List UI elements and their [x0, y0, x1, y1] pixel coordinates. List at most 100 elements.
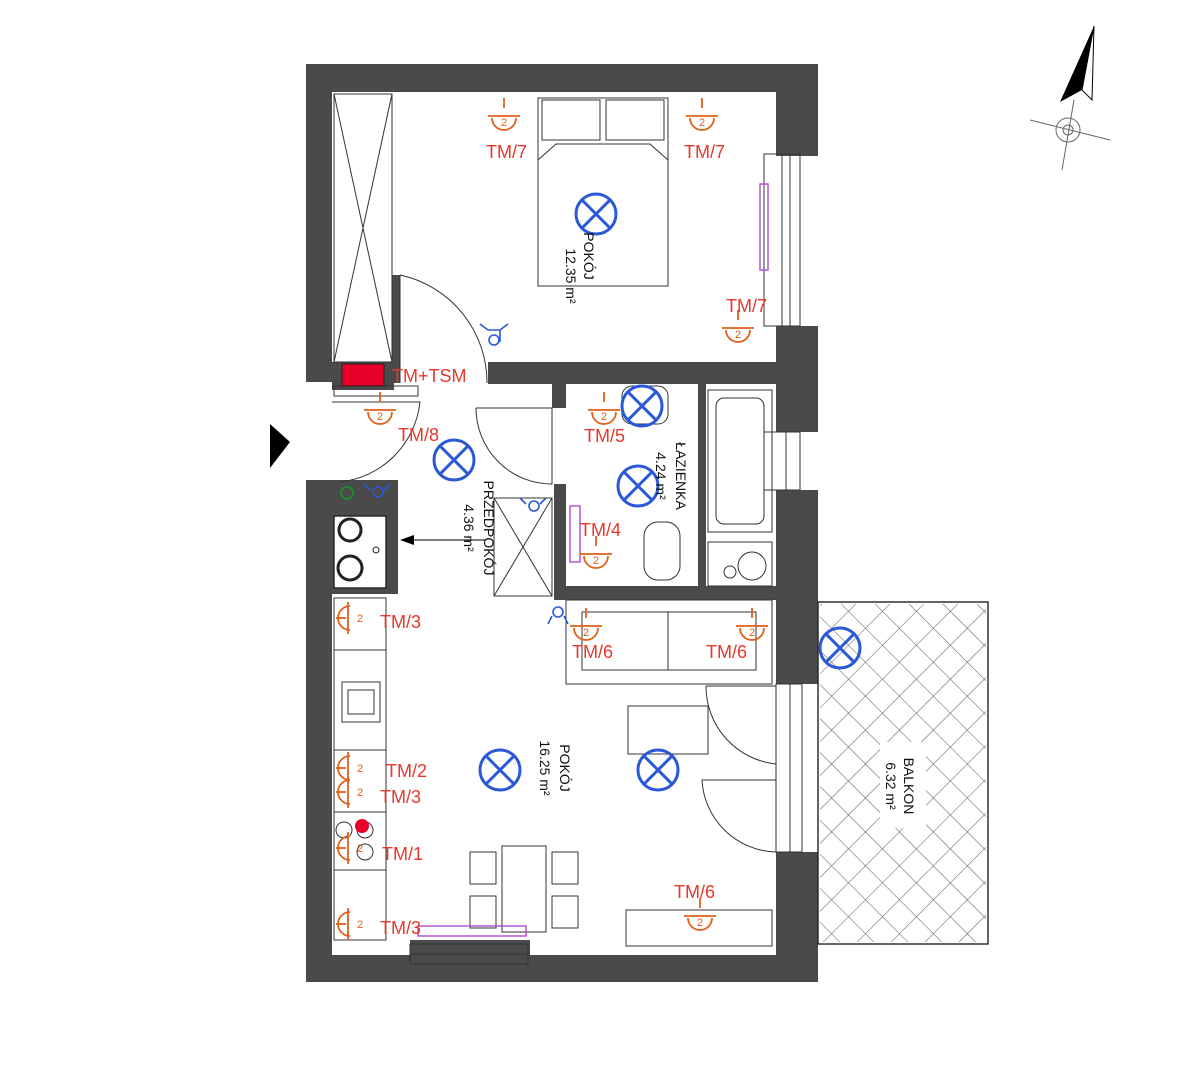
hall-name: PRZEDPOKÓJ [481, 481, 497, 576]
bed [537, 97, 669, 287]
wall-bath-stub [552, 384, 566, 408]
socket-icon: 2 [722, 310, 754, 343]
window-living [775, 683, 803, 853]
washing-machine [707, 541, 773, 587]
label-tm6: TM/6 [572, 642, 613, 662]
label-tm6: TM/6 [674, 882, 715, 902]
svg-text:2: 2 [735, 329, 741, 341]
svg-text:2: 2 [501, 117, 507, 129]
wall-bedroom-bottom [488, 362, 776, 384]
light-switch-icon [372, 486, 384, 498]
coffee-table [627, 705, 709, 755]
ceiling-lamp-icon [432, 438, 476, 482]
sink [341, 681, 381, 723]
svg-text:2: 2 [601, 411, 607, 423]
ceiling-lamp-icon [478, 748, 522, 792]
svg-text:2: 2 [593, 555, 599, 567]
wall-left-upper [306, 64, 332, 382]
svg-text:2: 2 [357, 787, 363, 799]
wall-right-2 [776, 326, 818, 432]
socket-icon: 2 [488, 98, 520, 131]
north-arrow-icon [1029, 25, 1111, 171]
wall-right-4 [776, 852, 818, 982]
label-tm2: TM/2 [386, 761, 427, 781]
hall-area: 4.36 m² [461, 504, 477, 552]
entrance-arrow-icon [270, 424, 290, 468]
socket-icon: 2 [336, 602, 363, 634]
windows [306, 153, 803, 965]
window-bathroom [763, 431, 801, 491]
socket-icon: 2 [336, 776, 363, 808]
bathroom-name: ŁAZIENKA [673, 442, 689, 510]
wall-right-3 [776, 490, 818, 684]
socket-icon: 2 [570, 608, 602, 641]
svg-text:2: 2 [699, 117, 705, 129]
wall-bath-bottom [554, 586, 776, 600]
circuit-labels: TM/7 TM/7 TM/7 TM+TSM TM/8 TM/5 TM/4 TM/… [380, 142, 767, 938]
living-area: 16.25 m² [537, 740, 553, 796]
radiator-living [417, 925, 527, 937]
label-tm-tsm: TM+TSM [392, 366, 467, 386]
wall-left-lower [306, 480, 332, 982]
electrical-panel-icon [341, 363, 385, 387]
ceiling-lamp-icon [818, 626, 862, 670]
light-switch-icon [552, 606, 564, 618]
label-tm7: TM/7 [726, 296, 767, 316]
hob-connection-icon [355, 819, 369, 833]
window-sill-bottom [410, 940, 530, 955]
label-tm8: TM/8 [398, 425, 439, 445]
light-switch-icon [528, 500, 540, 512]
label-tm3: TM/3 [380, 787, 421, 807]
label-tm3: TM/3 [380, 918, 421, 938]
kitchen-counter [333, 597, 387, 941]
wall-top [306, 64, 818, 92]
socket-icon: 2 [364, 392, 396, 425]
svg-text:2: 2 [357, 763, 363, 775]
label-tm7: TM/7 [684, 142, 725, 162]
bedroom-area: 12.35 m² [563, 248, 579, 304]
socket-icon: 2 [686, 98, 718, 131]
label-tm6: TM/6 [706, 642, 747, 662]
radiators [417, 183, 769, 937]
socket-icon: 2 [684, 898, 716, 931]
socket-icon: 2 [736, 608, 768, 641]
radiator-bedroom [759, 183, 769, 271]
ceiling-lamp-icon [620, 384, 664, 428]
balcony-area: 6.32 m² [883, 762, 899, 810]
ceiling-lamp-icon [616, 464, 660, 508]
living-name: POKÓJ [557, 744, 573, 791]
svg-text:2: 2 [697, 917, 703, 929]
wardrobe [333, 93, 393, 363]
svg-text:2: 2 [357, 613, 363, 625]
svg-text:2: 2 [357, 919, 363, 931]
label-tm5: TM/5 [584, 426, 625, 446]
socket-icon: 2 [336, 908, 363, 940]
entrance-opening [306, 390, 332, 480]
bathroom-door [475, 407, 553, 485]
entrance-door [332, 401, 421, 483]
bedroom-door [399, 274, 488, 384]
bathroom-area: 4.24 m² [653, 452, 669, 500]
ceiling-lamp-icon [636, 748, 680, 792]
intercom-icon [340, 486, 354, 500]
sockets: 2 2 2 2 2 2 2 2 2 2 2 2 2 2 [336, 98, 768, 940]
bedroom-name: POKÓJ [581, 232, 597, 279]
wall-bath-left [554, 484, 566, 600]
socket-icon: 2 [588, 392, 620, 425]
label-tm4: TM/4 [580, 520, 621, 540]
svg-text:2: 2 [377, 411, 383, 423]
socket-icon: 2 [336, 832, 363, 864]
wall-bottom [306, 955, 818, 982]
wall-hall-kitchen [332, 480, 398, 498]
pillow-left [541, 99, 601, 141]
ceiling-lamp-icon [574, 192, 618, 236]
svg-text:2: 2 [583, 627, 589, 639]
sofa [565, 599, 773, 685]
bathtub [707, 389, 773, 533]
toilet [643, 521, 681, 581]
light-switches [340, 323, 569, 625]
wall-wardrobe [392, 275, 400, 383]
label-tm7: TM/7 [486, 142, 527, 162]
wall-right-1 [776, 64, 818, 156]
